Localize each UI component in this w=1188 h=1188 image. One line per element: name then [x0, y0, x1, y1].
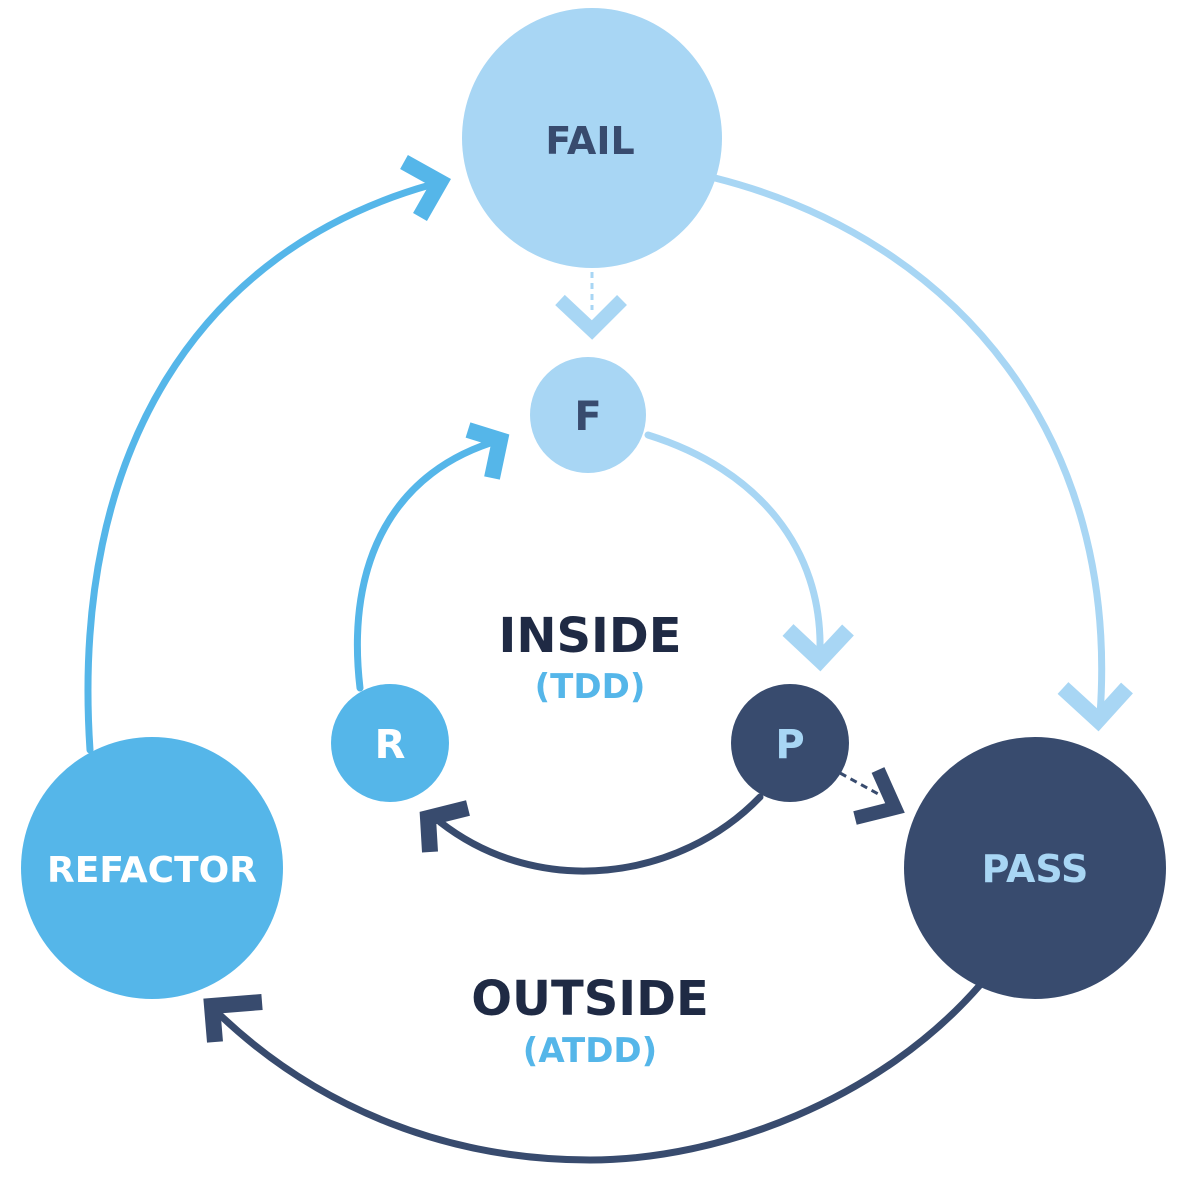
node-fail-label: FAIL — [545, 119, 634, 163]
outside-title: OUTSIDE — [471, 971, 709, 1027]
outer-arrow-fail-to-pass — [711, 174, 1106, 719]
outer-arrowhead-pass — [1057, 682, 1133, 732]
node-inner-p: P — [731, 684, 849, 802]
node-inner-f: F — [530, 357, 646, 473]
inner-arrowhead-f — [465, 422, 510, 480]
inside-title: INSIDE — [498, 608, 681, 664]
inner-arrow-f-to-p — [644, 431, 824, 654]
inside-subtitle: (TDD) — [535, 667, 646, 707]
node-inner-f-label: F — [574, 394, 601, 440]
node-inner-r: R — [331, 684, 449, 802]
outer-arrowhead-fail — [400, 155, 451, 221]
node-inner-r-label: R — [375, 722, 406, 768]
outer-arrow-pass-to-refactor — [216, 981, 984, 1164]
outer-arrowhead-refactor — [203, 994, 263, 1043]
node-inner-p-label: P — [775, 722, 804, 768]
dashed-link-arrowhead-pass — [853, 767, 905, 825]
node-pass-label: PASS — [982, 847, 1089, 891]
node-refactor-label: REFACTOR — [47, 850, 257, 891]
inner-arrowhead-p — [782, 624, 854, 672]
node-pass: PASS — [904, 737, 1166, 999]
inner-arrow-p-to-r — [436, 793, 764, 875]
node-fail: FAIL — [462, 8, 722, 268]
node-refactor: REFACTOR — [21, 737, 283, 999]
inner-arrow-r-to-f — [353, 436, 504, 692]
outside-subtitle: (ATDD) — [523, 1031, 657, 1071]
outer-arrow-refactor-to-fail — [84, 181, 434, 754]
dashed-link-p-to-pass — [839, 771, 881, 797]
dashed-link-arrowhead-f — [555, 294, 627, 340]
inner-arrowhead-r — [419, 800, 470, 853]
